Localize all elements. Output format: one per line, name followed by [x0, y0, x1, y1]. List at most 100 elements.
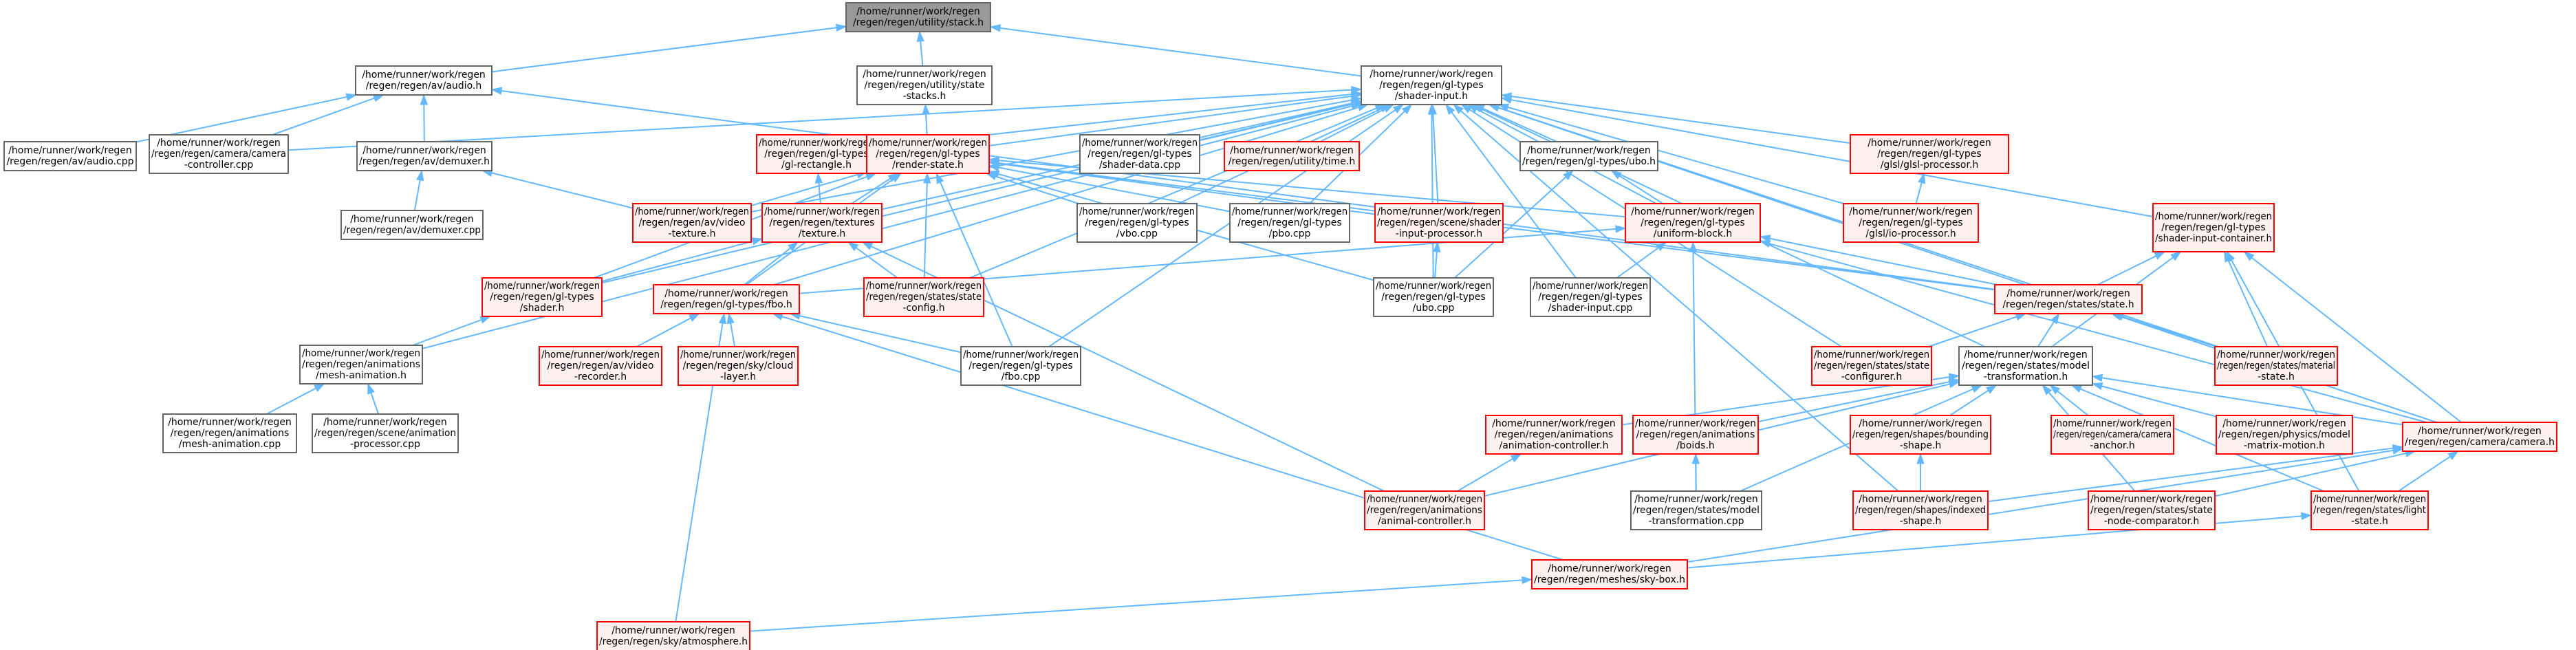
node-box[interactable]: [653, 284, 800, 314]
node-box[interactable]: [866, 134, 990, 174]
graph-node-render-state[interactable]: /home/runner/work/regen/regen/regen/gl-t…: [866, 134, 990, 174]
graph-node-glsl-processor[interactable]: /home/runner/work/regen/regen/regen/gl-t…: [1850, 134, 2009, 174]
graph-node-stack[interactable]: /home/runner/work/regen/regen/regen/util…: [845, 2, 991, 32]
node-box[interactable]: [1361, 65, 1502, 105]
node-box[interactable]: [596, 621, 750, 650]
node-box[interactable]: [1852, 490, 1989, 530]
graph-node-camera-h[interactable]: /home/runner/work/regen/regen/regen/came…: [2402, 422, 2557, 452]
node-box[interactable]: [355, 65, 493, 96]
node-box[interactable]: [1843, 203, 1979, 243]
graph-node-indexed-shape[interactable]: /home/runner/work/regen/regen/regen/shap…: [1852, 490, 1989, 530]
graph-node-audio-cpp[interactable]: /home/runner/work/regen/regen/regen/av/a…: [3, 141, 137, 171]
graph-node-states-state[interactable]: /home/runner/work/regen/regen/regen/stat…: [1994, 284, 2143, 314]
graph-node-demuxer-cpp[interactable]: /home/runner/work/regen/regen/regen/av/d…: [340, 210, 484, 240]
graph-node-shader-data-cpp[interactable]: /home/runner/work/regen/regen/regen/gl-t…: [1079, 134, 1200, 174]
graph-node-model-transformation-cpp[interactable]: /home/runner/work/regen/regen/regen/stat…: [1630, 490, 1762, 530]
node-box[interactable]: [1374, 203, 1504, 243]
graph-node-model-transformation-h[interactable]: /home/runner/work/regen/regen/regen/stat…: [1958, 346, 2093, 386]
node-box[interactable]: [2402, 422, 2557, 452]
graph-node-animation-controller[interactable]: /home/runner/work/regen/regen/regen/anim…: [1485, 415, 1623, 455]
graph-node-fbo-cpp[interactable]: /home/runner/work/regen/regen/regen/gl-t…: [960, 346, 1081, 386]
graph-node-material-state[interactable]: /home/runner/work/regen/regen/regen/stat…: [2214, 346, 2338, 386]
graph-node-io-processor[interactable]: /home/runner/work/regen/regen/regen/gl-t…: [1843, 203, 1979, 243]
graph-node-vbo-cpp[interactable]: /home/runner/work/regen/regen/regen/gl-t…: [1076, 203, 1198, 243]
graph-node-boids[interactable]: /home/runner/work/regen/regen/regen/anim…: [1632, 415, 1759, 455]
node-box[interactable]: [1630, 490, 1762, 530]
graph-node-cloud-layer[interactable]: /home/runner/work/regen/regen/regen/sky/…: [678, 346, 799, 386]
graph-node-demuxer-h[interactable]: /home/runner/work/regen/regen/regen/av/d…: [356, 141, 493, 171]
node-box[interactable]: [1224, 141, 1360, 171]
graph-node-audio-h[interactable]: /home/runner/work/regen/regen/regen/av/a…: [355, 65, 493, 96]
node-box[interactable]: [1364, 490, 1485, 530]
graph-node-shader-input-processor[interactable]: /home/runner/work/regen/regen/regen/scen…: [1374, 203, 1504, 243]
node-box[interactable]: [2310, 490, 2429, 530]
graph-node-textures-texture[interactable]: /home/runner/work/regen/regen/regen/text…: [761, 203, 883, 243]
graph-node-animal-controller[interactable]: /home/runner/work/regen/regen/regen/anim…: [1364, 490, 1485, 530]
graph-node-shader-h[interactable]: /home/runner/work/regen/regen/regen/gl-t…: [481, 277, 603, 317]
node-box[interactable]: [1632, 415, 1759, 455]
node-box[interactable]: [632, 203, 752, 243]
graph-node-matrix-motion[interactable]: /home/runner/work/regen/regen/regen/phys…: [2216, 415, 2353, 455]
graph-node-gl-rectangle[interactable]: /home/runner/work/regen/regen/regen/gl-t…: [756, 134, 877, 174]
graph-node-light-state[interactable]: /home/runner/work/regen/regen/regen/stat…: [2310, 490, 2429, 530]
graph-node-shader-input-container[interactable]: /home/runner/work/regen/regen/regen/gl-t…: [2152, 203, 2275, 252]
graph-node-pbo-cpp[interactable]: /home/runner/work/regen/regen/regen/gl-t…: [1229, 203, 1350, 243]
graph-node-state-configurer[interactable]: /home/runner/work/regen/regen/regen/stat…: [1811, 346, 1932, 386]
node-box[interactable]: [678, 346, 799, 386]
node-box[interactable]: [1519, 141, 1658, 171]
graph-node-shader-input-cpp[interactable]: /home/runner/work/regen/regen/regen/gl-t…: [1530, 277, 1651, 317]
node-box[interactable]: [539, 346, 662, 386]
node-box[interactable]: [1994, 284, 2143, 314]
graph-node-node-comparator[interactable]: /home/runner/work/regen/regen/regen/stat…: [2088, 490, 2216, 530]
node-box[interactable]: [1373, 277, 1494, 317]
node-box[interactable]: [960, 346, 1081, 386]
node-box[interactable]: [1485, 415, 1623, 455]
graph-node-atmosphere[interactable]: /home/runner/work/regen/regen/regen/sky/…: [596, 621, 750, 650]
graph-node-camera-controller[interactable]: /home/runner/work/regen/regen/regen/came…: [149, 134, 289, 174]
graph-node-sky-box[interactable]: /home/runner/work/regen/regen/regen/mesh…: [1531, 559, 1688, 589]
graph-node-bounding-shape[interactable]: /home/runner/work/regen/regen/regen/shap…: [1850, 415, 1991, 455]
node-box[interactable]: [1530, 277, 1651, 317]
node-box[interactable]: [845, 2, 991, 32]
node-box[interactable]: [162, 413, 297, 453]
node-box[interactable]: [863, 277, 984, 317]
graph-node-shader-input-h[interactable]: /home/runner/work/regen/regen/regen/gl-t…: [1361, 65, 1502, 105]
node-box[interactable]: [299, 345, 423, 384]
graph-node-uniform-block[interactable]: /home/runner/work/regen/regen/regen/gl-t…: [1625, 203, 1761, 243]
graph-node-mesh-animation-cpp[interactable]: /home/runner/work/regen/regen/regen/anim…: [162, 413, 297, 453]
node-box[interactable]: [1811, 346, 1932, 386]
graph-node-utility-time[interactable]: /home/runner/work/regen/regen/regen/util…: [1224, 141, 1360, 171]
graph-node-mesh-animation-h[interactable]: /home/runner/work/regen/regen/regen/anim…: [299, 345, 423, 384]
node-box[interactable]: [1229, 203, 1350, 243]
node-box[interactable]: [2152, 203, 2275, 252]
node-box[interactable]: [1625, 203, 1761, 243]
node-box[interactable]: [1079, 134, 1200, 174]
node-box[interactable]: [312, 413, 459, 453]
graph-node-video-texture[interactable]: /home/runner/work/regen/regen/regen/av/v…: [632, 203, 752, 243]
node-box[interactable]: [149, 134, 289, 174]
graph-node-ubo-cpp[interactable]: /home/runner/work/regen/regen/regen/gl-t…: [1373, 277, 1494, 317]
node-box[interactable]: [2050, 415, 2174, 455]
node-box[interactable]: [2088, 490, 2216, 530]
node-box[interactable]: [2214, 346, 2338, 386]
graph-node-video-recorder[interactable]: /home/runner/work/regen/regen/regen/av/v…: [539, 346, 662, 386]
node-box[interactable]: [756, 134, 877, 174]
graph-node-fbo-h[interactable]: /home/runner/work/regen/regen/regen/gl-t…: [653, 284, 800, 314]
node-box[interactable]: [1850, 134, 2009, 174]
node-box[interactable]: [481, 277, 603, 317]
graph-node-animation-processor[interactable]: /home/runner/work/regen/regen/regen/scen…: [312, 413, 459, 453]
node-box[interactable]: [1958, 346, 2093, 386]
node-box[interactable]: [2216, 415, 2353, 455]
node-box[interactable]: [1531, 559, 1688, 589]
graph-node-ubo-h[interactable]: /home/runner/work/regen/regen/regen/gl-t…: [1519, 141, 1658, 171]
graph-node-camera-anchor[interactable]: /home/runner/work/regen/regen/regen/came…: [2050, 415, 2174, 455]
node-box[interactable]: [1850, 415, 1991, 455]
node-box[interactable]: [340, 210, 484, 240]
node-box[interactable]: [356, 141, 493, 171]
node-box[interactable]: [3, 141, 137, 171]
node-box[interactable]: [761, 203, 883, 243]
node-box[interactable]: [856, 65, 993, 105]
node-box[interactable]: [1076, 203, 1198, 243]
graph-node-state-config[interactable]: /home/runner/work/regen/regen/regen/stat…: [863, 277, 984, 317]
graph-node-state-stacks[interactable]: /home/runner/work/regen/regen/regen/util…: [856, 65, 993, 105]
